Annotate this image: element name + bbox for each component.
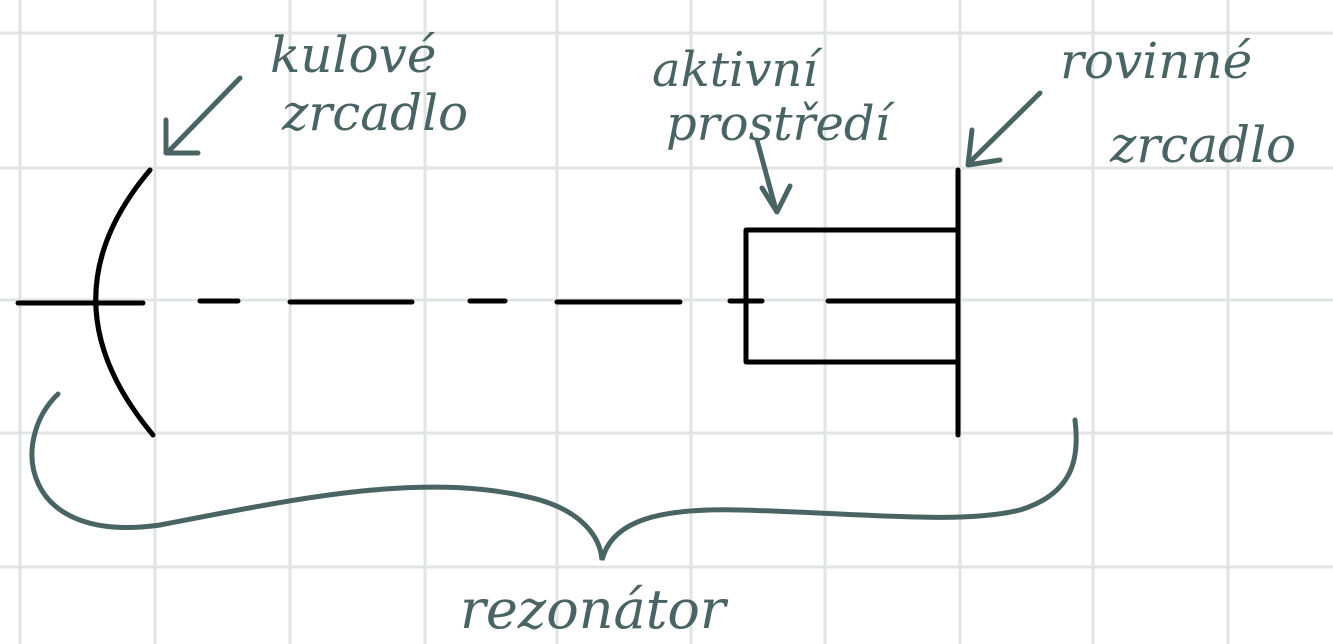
active-medium-label-line1: aktivní [652,42,823,98]
spherical-mirror [93,167,156,438]
spherical-mirror-label-line1: kulové [270,26,436,84]
resonator-brace-icon [29,391,1079,561]
spherical-mirror-label-line2: zrcadlo [281,84,468,142]
hand-drawn-arrow-icon [163,75,1043,215]
active-medium-label-line2: prostředí [666,96,896,152]
resonator-label: rezonátor [460,578,729,641]
plane-mirror-label-line2: zrcadlo [1109,116,1296,174]
plane-mirror-label-line1: rovinné [1060,32,1252,90]
optical-axis [15,298,961,306]
active-medium-box [743,227,958,365]
